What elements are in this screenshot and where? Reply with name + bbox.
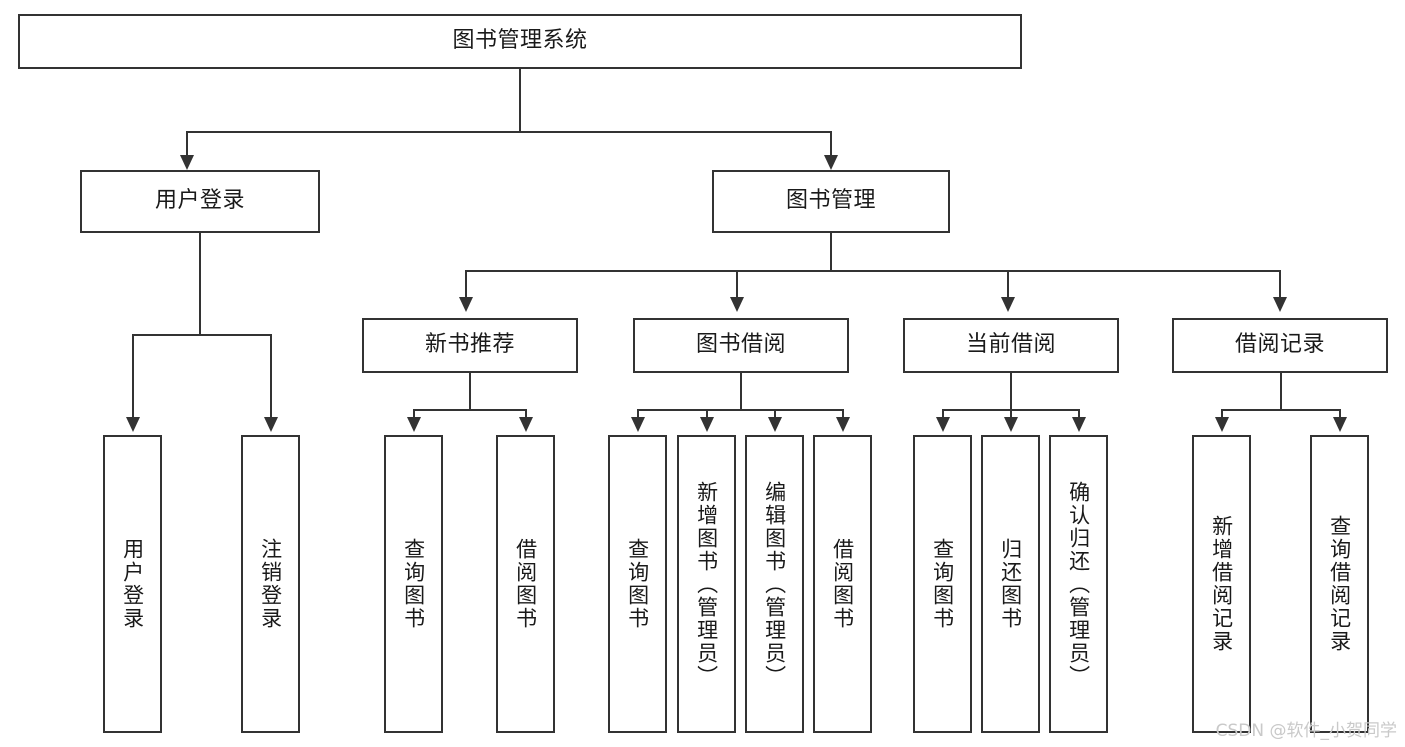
edge-current-borrow-to-leaf-1	[942, 409, 944, 419]
edge-user-login-to-leaf-2	[270, 334, 272, 419]
arrowhead-user-login-to-leaf-2	[264, 417, 278, 432]
node-label: 借阅图书	[830, 538, 855, 630]
arrowhead-root-to-user-login	[180, 155, 194, 170]
node-label: 图书管理系统	[452, 28, 588, 54]
arrowhead-current-borrow-to-leaf-3	[1072, 417, 1086, 432]
node-label: 查询图书	[401, 538, 426, 630]
arrowhead-book-management-to-new-book	[459, 297, 473, 312]
node-current-borrow[interactable]: 当前借阅	[903, 318, 1119, 373]
edge-root-to-book-management	[830, 131, 832, 157]
node-label: 新增借阅记录	[1209, 515, 1234, 653]
arrowhead-borrow-record-to-leaf-1	[1215, 417, 1229, 432]
edge-book-management-to-new-book	[465, 270, 467, 299]
edge-borrow-record-stem	[1280, 373, 1282, 410]
arrowhead-book-management-to-borrow-record	[1273, 297, 1287, 312]
edge-book-management-to-book-borrow	[736, 270, 738, 299]
node-label: 注销登录	[258, 538, 283, 630]
leaf-current-borrow-query-book[interactable]: 查询图书	[913, 435, 972, 733]
edge-book-borrow-to-leaf-1	[637, 409, 639, 419]
leaf-borrow-record-query-record[interactable]: 查询借阅记录	[1310, 435, 1369, 733]
node-label: 当前借阅	[965, 332, 1056, 358]
arrowhead-current-borrow-to-leaf-1	[936, 417, 950, 432]
edge-book-borrow-stem	[740, 373, 742, 410]
node-label: 查询图书	[625, 538, 650, 630]
node-label: 借阅图书	[513, 538, 538, 630]
edge-book-borrow-bus	[637, 409, 843, 411]
edge-root-to-user-login	[186, 131, 188, 157]
edge-book-borrow-to-leaf-2	[706, 409, 708, 419]
arrowhead-root-to-book-management	[824, 155, 838, 170]
leaf-book-borrow-borrow-book[interactable]: 借阅图书	[813, 435, 872, 733]
arrowhead-new-book-to-leaf-1	[407, 417, 421, 432]
arrowhead-book-borrow-to-leaf-2	[700, 417, 714, 432]
edge-root-bus	[186, 131, 831, 133]
edge-book-borrow-to-leaf-3	[774, 409, 776, 419]
node-book-borrow[interactable]: 图书借阅	[633, 318, 849, 373]
arrowhead-new-book-to-leaf-2	[519, 417, 533, 432]
leaf-new-book-query-book[interactable]: 查询图书	[384, 435, 443, 733]
edge-book-management-stem	[830, 233, 832, 271]
edge-current-borrow-to-leaf-3	[1078, 409, 1080, 419]
leaf-current-borrow-confirm-return-admin[interactable]: 确认归还（管理员）	[1049, 435, 1108, 733]
edge-new-book-to-leaf-1	[413, 409, 415, 419]
node-label: 图书借阅	[695, 332, 786, 358]
arrowhead-user-login-to-leaf-1	[126, 417, 140, 432]
node-label: 归还图书	[998, 538, 1023, 630]
edge-book-management-to-current-borrow	[1007, 270, 1009, 299]
node-label: 查询借阅记录	[1327, 515, 1352, 653]
arrowhead-current-borrow-to-leaf-2	[1004, 417, 1018, 432]
node-user-login[interactable]: 用户登录	[80, 170, 320, 233]
edge-book-management-to-borrow-record	[1279, 270, 1281, 299]
node-book-management[interactable]: 图书管理	[712, 170, 950, 233]
node-label: 借阅记录	[1234, 332, 1325, 358]
leaf-user-login-logout[interactable]: 注销登录	[241, 435, 300, 733]
edge-new-book-to-leaf-2	[525, 409, 527, 419]
arrowhead-book-borrow-to-leaf-3	[768, 417, 782, 432]
node-new-book-recommend[interactable]: 新书推荐	[362, 318, 578, 373]
node-label: 编辑图书（管理员）	[762, 480, 787, 688]
edge-new-book-stem	[469, 373, 471, 410]
edge-new-book-bus	[413, 409, 526, 411]
edge-current-borrow-stem	[1010, 373, 1012, 410]
leaf-borrow-record-add-record[interactable]: 新增借阅记录	[1192, 435, 1251, 733]
node-label: 确认归还（管理员）	[1066, 480, 1091, 688]
leaf-current-borrow-return-book[interactable]: 归还图书	[981, 435, 1040, 733]
edge-borrow-record-bus	[1221, 409, 1340, 411]
node-label: 用户登录	[154, 188, 245, 214]
edge-user-login-to-leaf-1	[132, 334, 134, 419]
arrowhead-book-borrow-to-leaf-4	[836, 417, 850, 432]
leaf-user-login-login[interactable]: 用户登录	[103, 435, 162, 733]
node-label: 新书推荐	[424, 332, 515, 358]
arrowhead-book-borrow-to-leaf-1	[631, 417, 645, 432]
node-root-book-management-system[interactable]: 图书管理系统	[18, 14, 1022, 69]
leaf-book-borrow-edit-book-admin[interactable]: 编辑图书（管理员）	[745, 435, 804, 733]
leaf-book-borrow-query-book[interactable]: 查询图书	[608, 435, 667, 733]
node-label: 图书管理	[785, 188, 876, 214]
arrowhead-book-management-to-current-borrow	[1001, 297, 1015, 312]
leaf-book-borrow-add-book-admin[interactable]: 新增图书（管理员）	[677, 435, 736, 733]
edge-user-login-bus	[132, 334, 271, 336]
arrowhead-borrow-record-to-leaf-2	[1333, 417, 1347, 432]
edge-user-login-stem	[199, 233, 201, 335]
edge-current-borrow-to-leaf-2	[1010, 409, 1012, 419]
edge-book-management-bus	[465, 270, 1280, 272]
arrowhead-book-management-to-book-borrow	[730, 297, 744, 312]
node-label: 新增图书（管理员）	[694, 480, 719, 688]
node-label: 用户登录	[120, 538, 145, 630]
edge-book-borrow-to-leaf-4	[842, 409, 844, 419]
edge-borrow-record-to-leaf-1	[1221, 409, 1223, 419]
node-borrow-record[interactable]: 借阅记录	[1172, 318, 1388, 373]
leaf-new-book-borrow-book[interactable]: 借阅图书	[496, 435, 555, 733]
watermark: CSDN @软件_小贺同学	[1215, 721, 1397, 741]
edge-root-stem	[519, 69, 521, 132]
node-label: 查询图书	[930, 538, 955, 630]
edge-borrow-record-to-leaf-2	[1339, 409, 1341, 419]
